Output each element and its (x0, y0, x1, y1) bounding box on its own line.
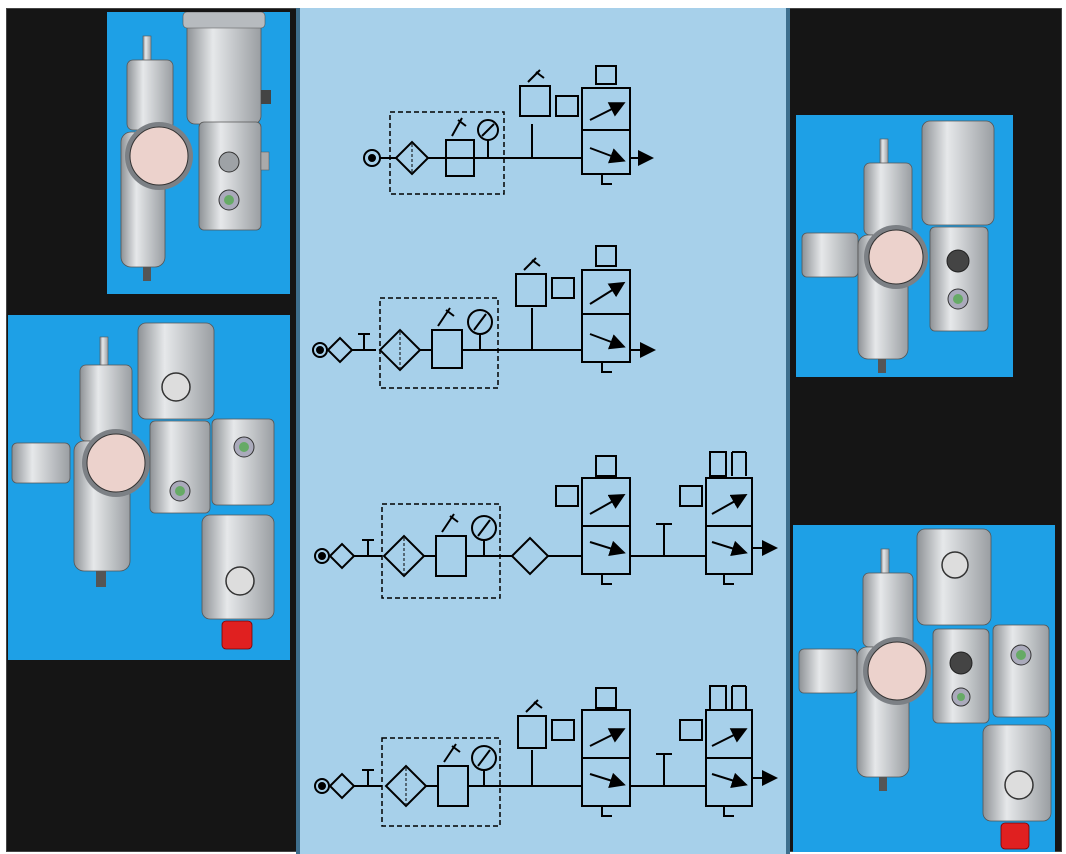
assembly-image-top-left (107, 12, 290, 294)
solenoid-symbol (551, 277, 575, 299)
assembly-image-mid-left (8, 315, 290, 660)
check-valve-symbol (328, 772, 356, 800)
schematic-2 (312, 245, 656, 389)
check-valve-symbol (328, 542, 356, 570)
assembly-drawing (798, 528, 1052, 850)
regulator-symbol (435, 535, 467, 577)
solenoid-symbol (551, 719, 575, 741)
pilot-symbol (515, 273, 547, 307)
pilot-symbol (517, 715, 547, 749)
assembly-image-bottom-right (793, 525, 1055, 852)
solenoid-symbol (555, 95, 579, 117)
assembly-drawing (801, 120, 995, 373)
solenoid-symbol (679, 719, 703, 741)
secondary-filter-symbol (510, 536, 550, 576)
assembly-image-top-right (796, 115, 1013, 377)
assembly-drawing (120, 12, 271, 281)
regulator-symbol (437, 765, 469, 807)
schematic-4 (314, 685, 778, 827)
schematic-1 (363, 65, 654, 195)
valve-symbol (581, 269, 631, 363)
pilot-symbol (519, 85, 551, 117)
solenoid-symbol (555, 485, 579, 507)
schematic-3 (314, 451, 778, 599)
check-valve-symbol (326, 336, 354, 364)
solenoid-symbol (679, 485, 703, 507)
schematic-panel (296, 8, 790, 854)
pneumatic-schematics (312, 65, 778, 827)
regulator-symbol (431, 329, 463, 369)
assembly-drawing (11, 322, 275, 650)
